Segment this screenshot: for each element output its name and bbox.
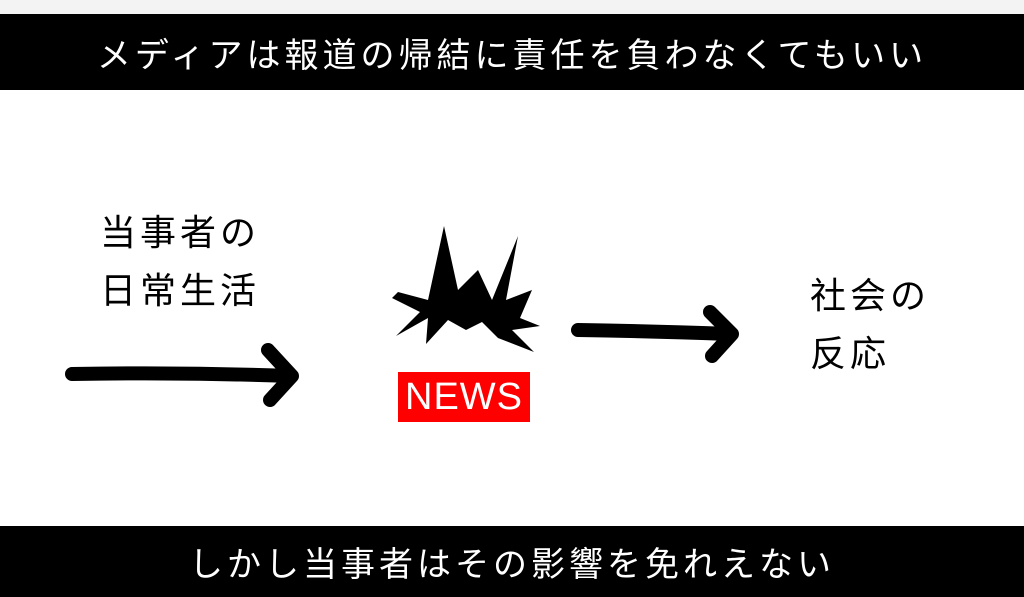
news-label: NEWS [405,375,523,418]
header-text: メディアは報道の帰結に責任を負わなくてもいい [96,35,928,76]
left-arrow-icon [65,343,299,407]
news-badge: NEWS [398,372,530,422]
footer-text: しかし当事者はその影響を免れえない [189,545,835,585]
top-strip [0,0,1024,14]
footer-banner: しかし当事者はその影響を免れえない [0,526,1024,597]
daily-life-label: 当事者の 日常生活 [100,213,261,312]
social-reaction-label: 社会の 反応 [810,276,931,375]
explosion-icon [392,226,540,352]
right-arrow-icon [571,305,739,363]
header-banner: メディアは報道の帰結に責任を負わなくてもいい [0,14,1024,90]
